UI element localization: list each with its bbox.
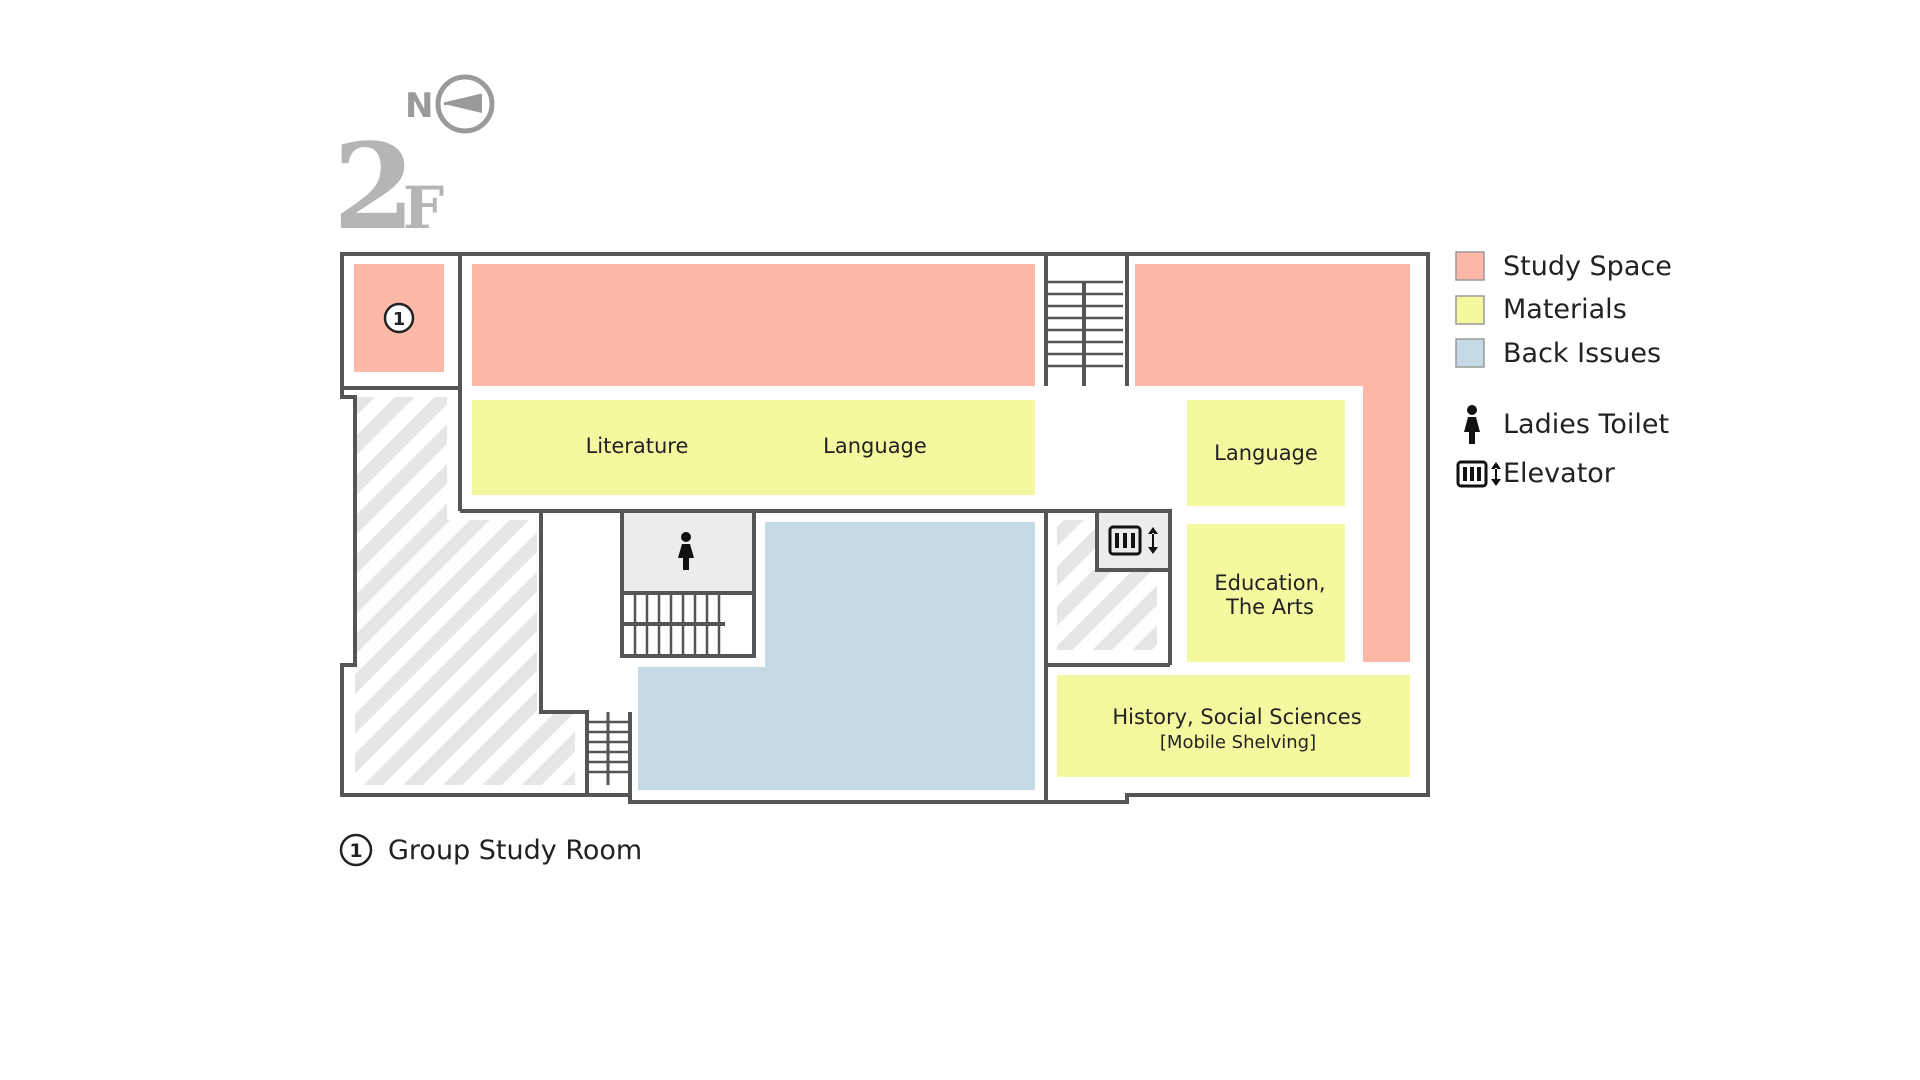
materials-education-arts [1187, 524, 1345, 662]
room-label-mobile-shelving: [Mobile Shelving] [1160, 732, 1316, 753]
floor-suffix: F [403, 174, 444, 242]
legend-label-elevator: Elevator [1503, 458, 1616, 489]
hatched-area-west [355, 397, 575, 785]
elevator-icon [1108, 525, 1158, 556]
room-label-the-arts: The Arts [1225, 595, 1314, 619]
stairs-south [587, 712, 630, 785]
legend-swatch-materials [1455, 295, 1485, 325]
stairs-north [1046, 280, 1123, 386]
footnote: 1 Group Study Room [339, 833, 642, 867]
legend-label-study-space: Study Space [1503, 251, 1672, 282]
stairs-center [623, 593, 725, 656]
footnote-marker: 1 [349, 840, 362, 862]
legend-label-back-issues: Back Issues [1503, 338, 1661, 369]
room-label-education: Education, [1214, 571, 1325, 595]
back-issues-area [638, 522, 1035, 790]
study-space-north [472, 264, 1035, 386]
legend-label-ladies-toilet: Ladies Toilet [1503, 409, 1669, 440]
walls [340, 252, 1430, 804]
compass-icon [435, 74, 495, 134]
room-label-language-east: Language [1214, 441, 1318, 465]
north-label: N [405, 86, 433, 126]
group-room-marker-number: 1 [393, 309, 406, 330]
floor-number: 2 [333, 117, 415, 256]
legend-elevator-icon [1456, 460, 1501, 488]
footnote-label: Group Study Room [388, 835, 642, 866]
room-label-literature: Literature [586, 434, 689, 458]
ladies-toilet-icon [678, 532, 694, 570]
materials-history-social [1057, 675, 1410, 777]
hatched-area-east [1057, 520, 1157, 650]
legend-swatch-back-issues [1455, 338, 1485, 368]
legend: Study Space Materials Back Issues Ladies… [1455, 251, 1672, 489]
materials-literature-language [472, 400, 1035, 495]
legend-label-materials: Materials [1503, 294, 1627, 325]
materials-language-east [1187, 400, 1345, 506]
floor-heading: 2 F N [333, 74, 495, 256]
room-label-language-west: Language [823, 434, 927, 458]
study-space-east [1135, 264, 1410, 662]
room-label-history: History, Social Sciences [1112, 705, 1361, 729]
group-room-marker: 1 [383, 302, 415, 334]
legend-ladies-toilet-icon [1464, 405, 1480, 444]
legend-swatch-study-space [1455, 251, 1485, 281]
